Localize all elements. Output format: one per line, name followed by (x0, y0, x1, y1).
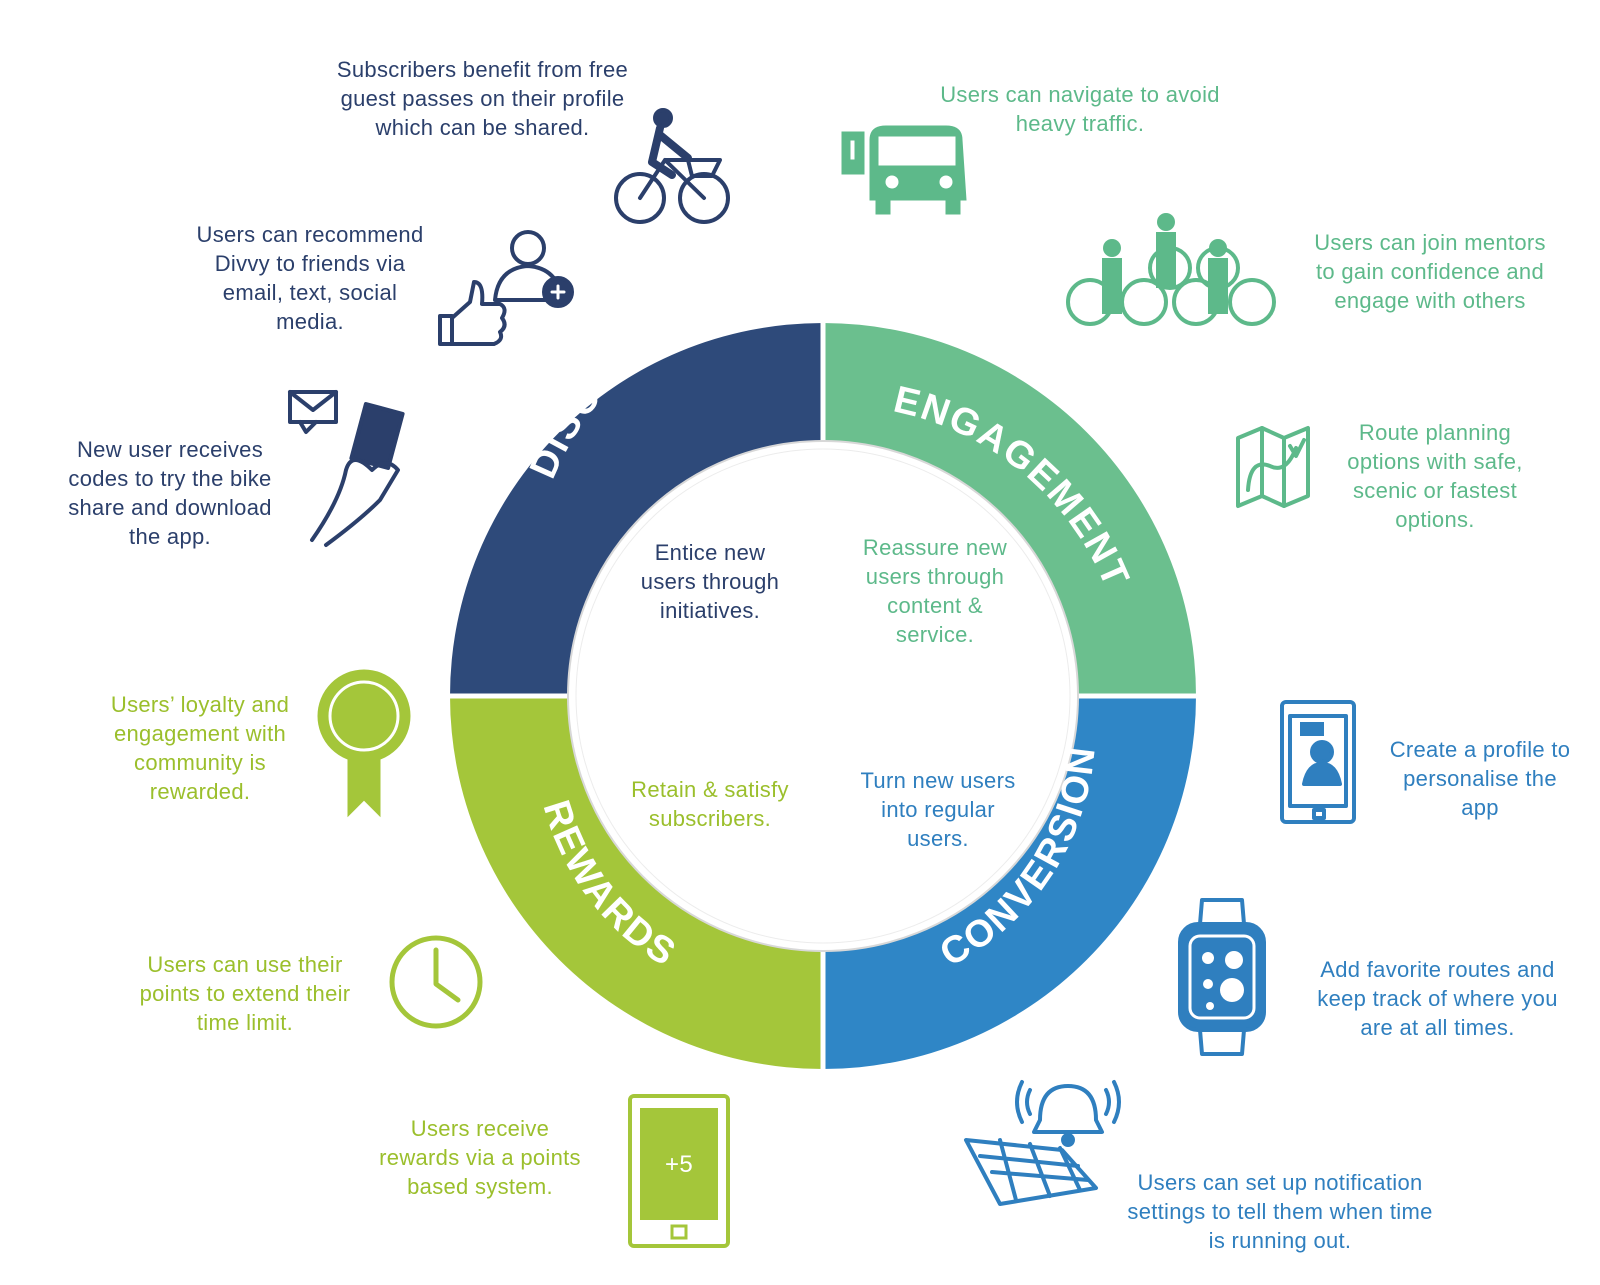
item-favorites: Add favorite routes and keep track of wh… (1317, 957, 1558, 1040)
inner-text-rewards: Retain & satisfy subscribers. (631, 777, 789, 831)
ring-segment-conversion (823, 696, 1196, 1069)
smartwatch-icon (1178, 898, 1266, 1056)
item-codes: New user receives codes to try the bike … (68, 437, 272, 549)
map-route-icon (1236, 426, 1310, 508)
user-add-thumbs-up-icon (438, 230, 574, 346)
clock-icon (389, 935, 483, 1029)
item-guest-passes: Subscribers benefit from free guest pass… (336, 57, 629, 140)
phone-message-icon (288, 390, 405, 547)
item-mentors: Users can join mentors to gain confidenc… (1314, 230, 1546, 313)
item-navigate: Users can navigate to avoid heavy traffi… (940, 82, 1220, 136)
item-loyalty: Users’ loyalty and engagement with commu… (110, 692, 290, 804)
item-time-limit: Users can use their points to extend the… (139, 952, 351, 1035)
points-phone-icon (628, 1094, 730, 1248)
item-profile: Create a profile to personalise the app (1389, 737, 1571, 820)
inner-text-conversion: Turn new users into regular users. (860, 768, 1016, 851)
ring-segment-discovery (450, 323, 823, 696)
car-warning-icon (841, 125, 967, 215)
bicycle-rider-icon (614, 108, 730, 224)
item-recommend: Users can recommend Divvy to friends via… (196, 222, 424, 334)
profile-phone-icon (1280, 700, 1356, 824)
award-ribbon-icon (317, 669, 411, 818)
item-notifications: Users can set up notification settings t… (1127, 1170, 1433, 1253)
ring-segment-engagement (823, 323, 1196, 696)
ring-segment-rewards (450, 696, 823, 1069)
item-points: Users receive rewards via a points based… (379, 1116, 581, 1199)
inner-text-discovery: Entice new users through initiatives. (640, 540, 780, 623)
points-badge-label: +5 (665, 1151, 693, 1178)
item-route-planning: Route planning options with safe, scenic… (1347, 420, 1523, 532)
group-cyclists-icon (1066, 213, 1276, 326)
notification-bell-map-icon (964, 1080, 1121, 1206)
inner-text-engagement: Reassure new users through content & ser… (862, 535, 1008, 647)
